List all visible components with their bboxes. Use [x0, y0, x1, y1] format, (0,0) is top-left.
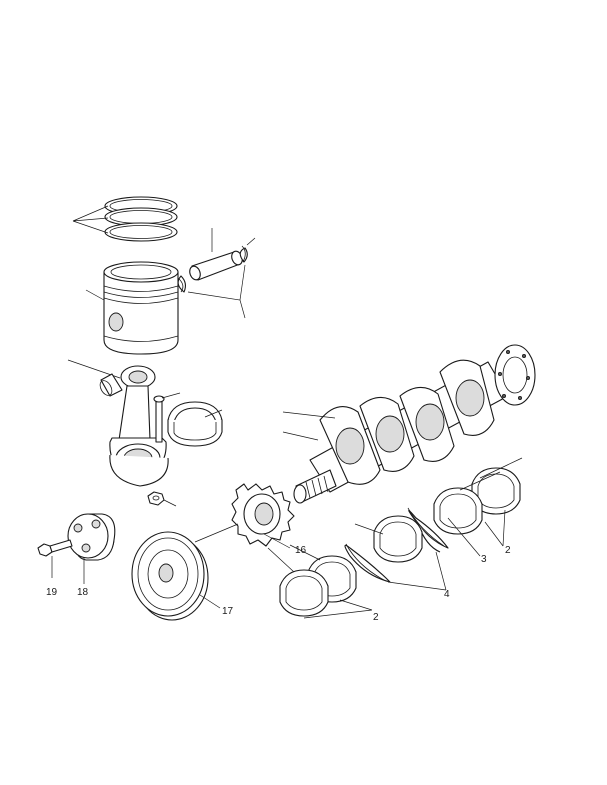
callout-3: 3	[481, 554, 487, 565]
piston	[85, 261, 179, 355]
callout-4: 4	[444, 589, 450, 600]
main-bearing-shells-middle	[354, 515, 423, 563]
callout-17: 17	[222, 606, 234, 617]
pulley-bolt: 19	[37, 539, 73, 598]
callout-18: 18	[77, 587, 89, 598]
small-end-bushing	[99, 373, 123, 397]
connecting-rod	[67, 359, 169, 487]
main-bearing-shells-right: 2	[433, 457, 523, 556]
piston-pin-circlips	[177, 237, 256, 319]
rod-nut	[147, 491, 177, 507]
rod-bearing-shells	[167, 401, 223, 447]
callout-19: 19	[46, 587, 58, 598]
rod-bolt	[153, 392, 181, 443]
callout-2-right: 2	[505, 545, 511, 556]
crankshaft	[282, 344, 536, 504]
crankshaft-pulley: 17	[131, 523, 239, 621]
main-bearing-shells-left: 2	[267, 544, 379, 623]
callout-2-bottom: 2	[373, 612, 379, 623]
piston-pin	[189, 228, 243, 281]
thrust-washers: 3 4	[344, 507, 487, 600]
pulley-hub: 18	[67, 513, 116, 598]
timing-gear: 16	[231, 483, 307, 556]
piston-rings	[72, 196, 178, 242]
